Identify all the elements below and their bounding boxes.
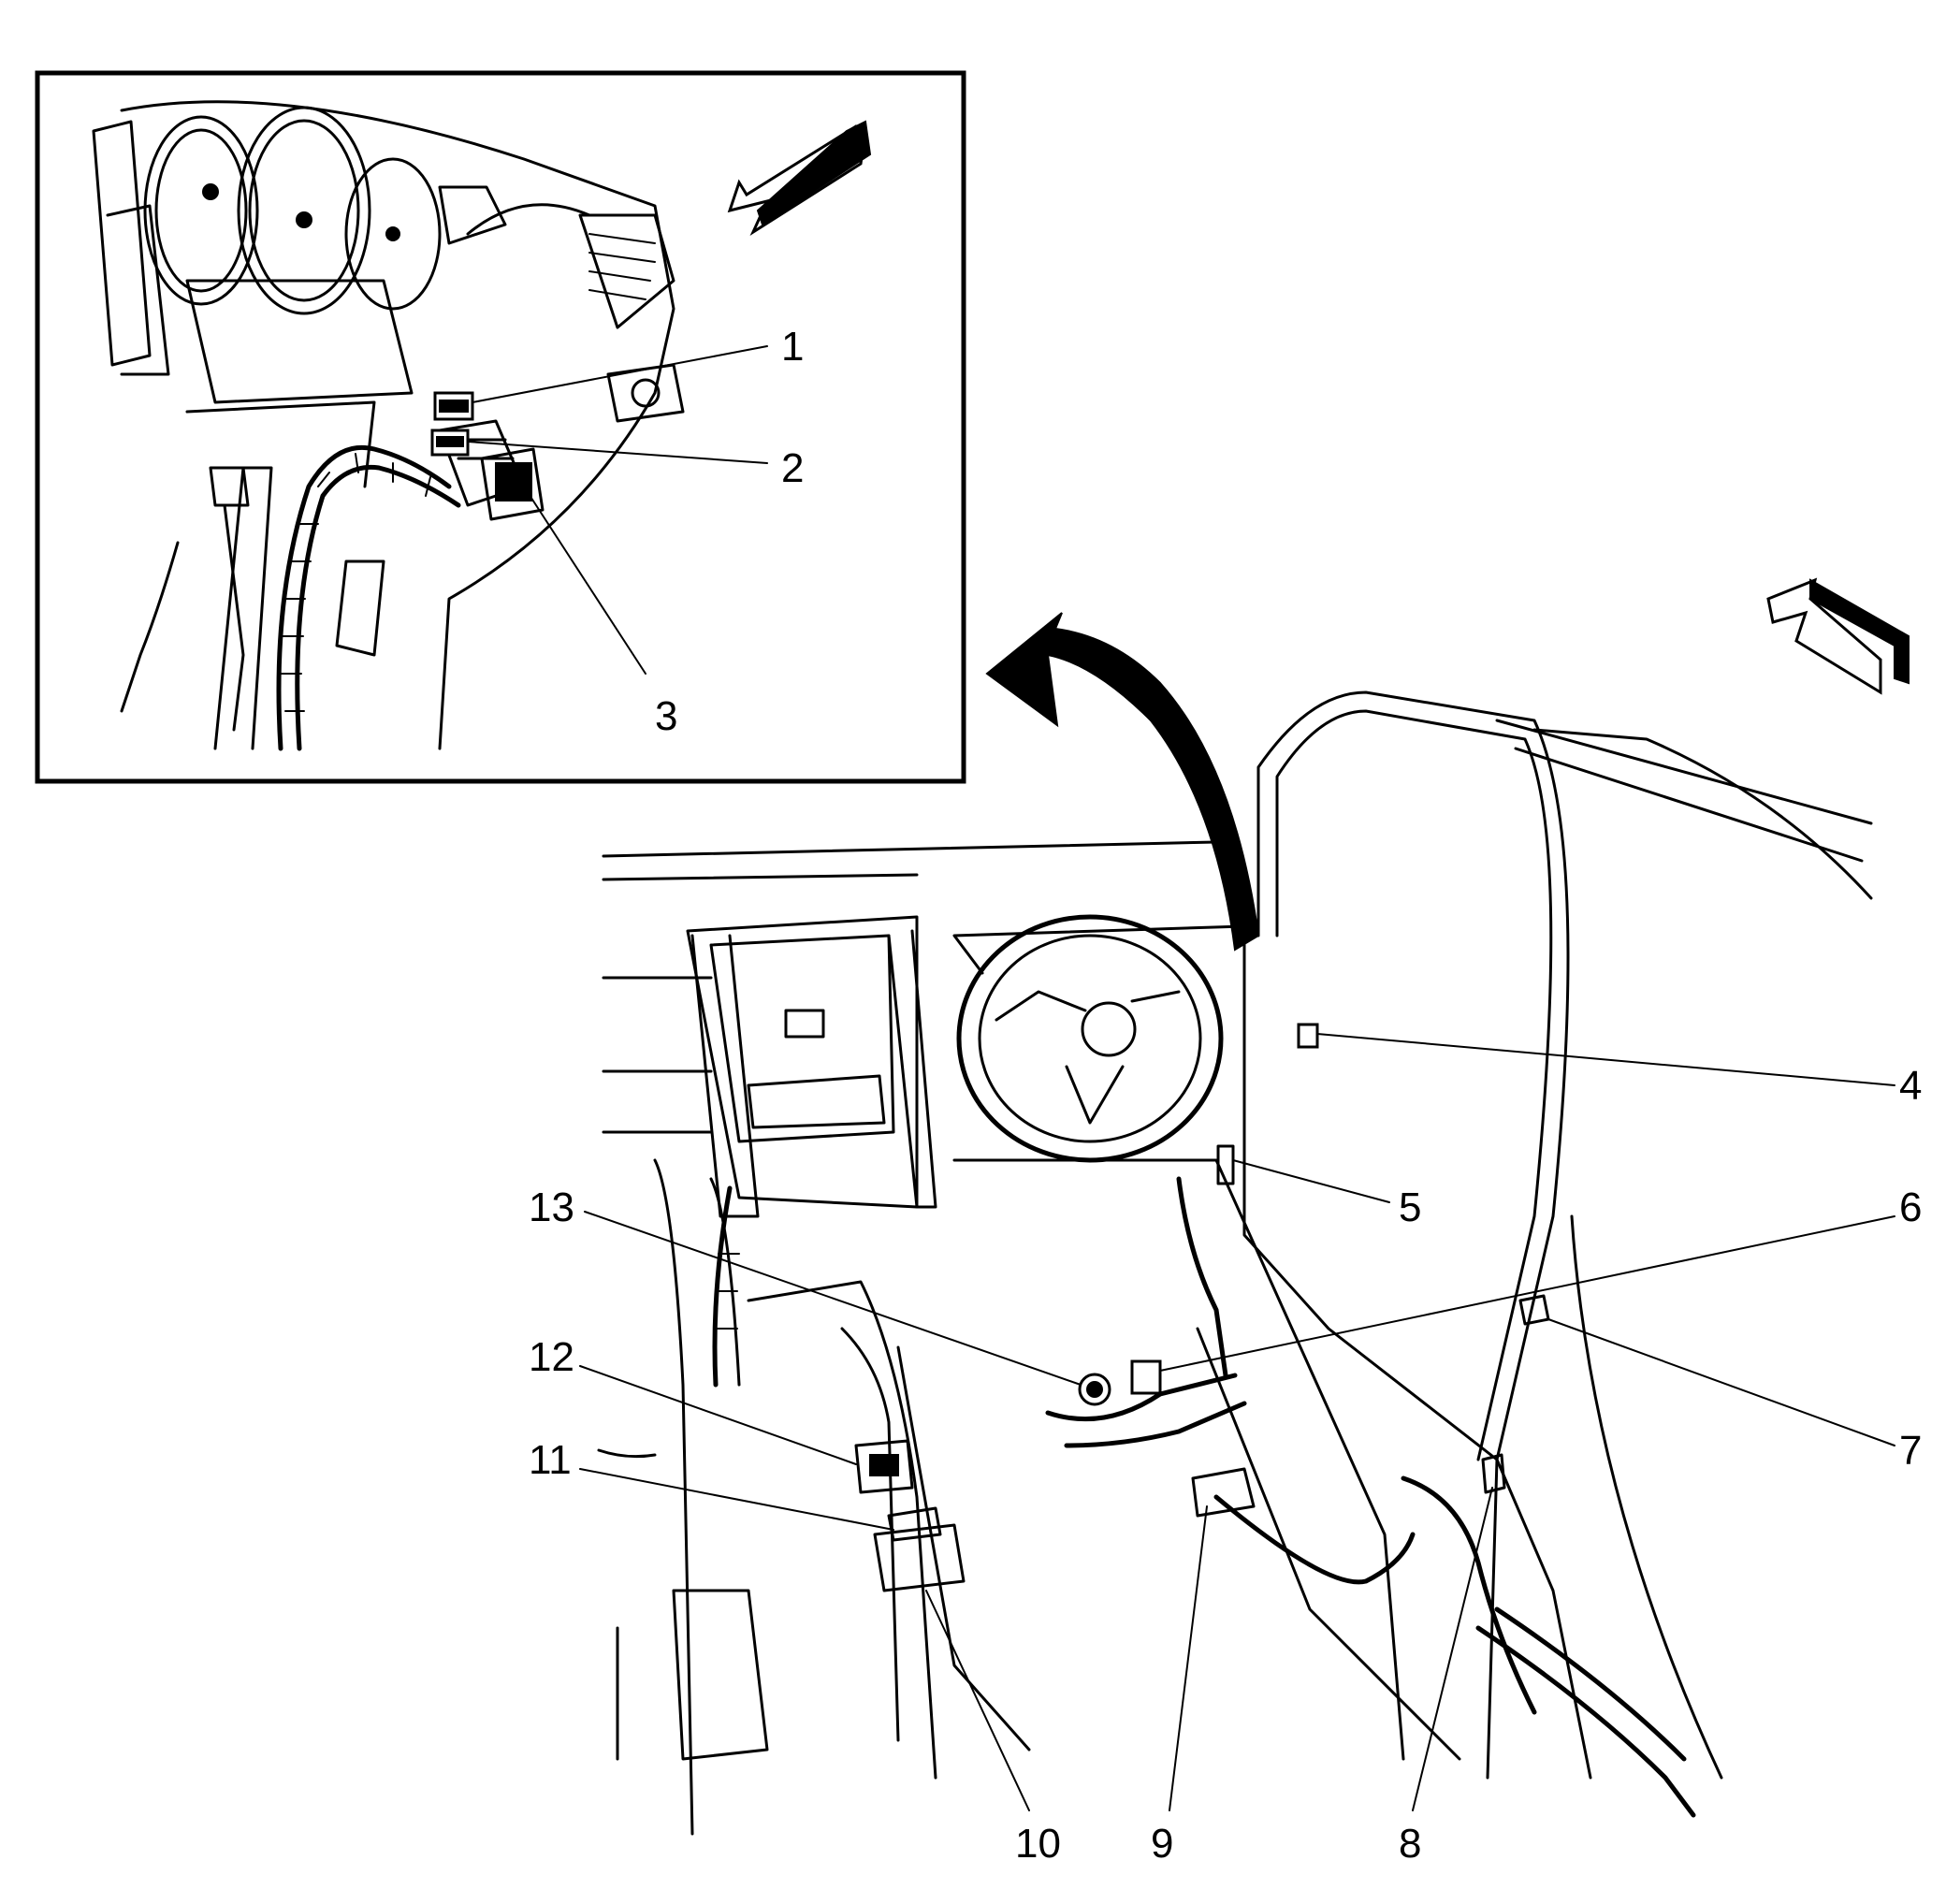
callout-7: 7: [1899, 1428, 1922, 1474]
inset-direction-arrow: [727, 120, 872, 236]
callout-8: 8: [1399, 1821, 1421, 1867]
callout-13: 13: [529, 1185, 574, 1230]
callout-12: 12: [529, 1334, 574, 1380]
center-stack-frame: [686, 915, 937, 1218]
callout-4: 4: [1899, 1063, 1922, 1109]
callout-10: 10: [1015, 1821, 1061, 1867]
callout-1: 1: [781, 324, 804, 370]
callout-2: 2: [781, 445, 804, 491]
connector-8: [1481, 1453, 1506, 1494]
connector-12: [854, 1439, 914, 1494]
connector-5: [1216, 1144, 1235, 1185]
callout-9: 9: [1151, 1821, 1173, 1867]
connector-6: [1130, 1359, 1162, 1395]
connector-11: [887, 1506, 942, 1542]
main-vehicle-view: 4 5 6 7 8 9 10 11 12 13: [529, 577, 1922, 1867]
main-direction-arrow: [1766, 577, 1910, 695]
connector-4: [1297, 1023, 1319, 1049]
callout-5: 5: [1399, 1185, 1421, 1230]
connector-10: [873, 1523, 966, 1592]
floor-pan: [616, 1158, 1461, 1836]
steering-wheel: [952, 914, 1246, 1163]
connector-9: [1191, 1467, 1256, 1518]
connector-3: [480, 447, 545, 521]
callout-3: 3: [655, 693, 677, 739]
main-wiring-harness: [597, 1176, 1696, 1818]
callout-11: 11: [529, 1437, 572, 1483]
curved-pointer-arrow: [985, 612, 1260, 952]
door-frame: [1242, 690, 1873, 1780]
inset-detail-view: 1 2 3: [35, 70, 966, 784]
instrument-cluster: [120, 100, 685, 750]
a-pillar-trim: [92, 120, 414, 750]
main-connectors: [854, 1023, 1550, 1592]
connector-13: [1078, 1373, 1111, 1406]
inset-connectors: [430, 391, 545, 521]
callout-6: 6: [1899, 1185, 1922, 1230]
